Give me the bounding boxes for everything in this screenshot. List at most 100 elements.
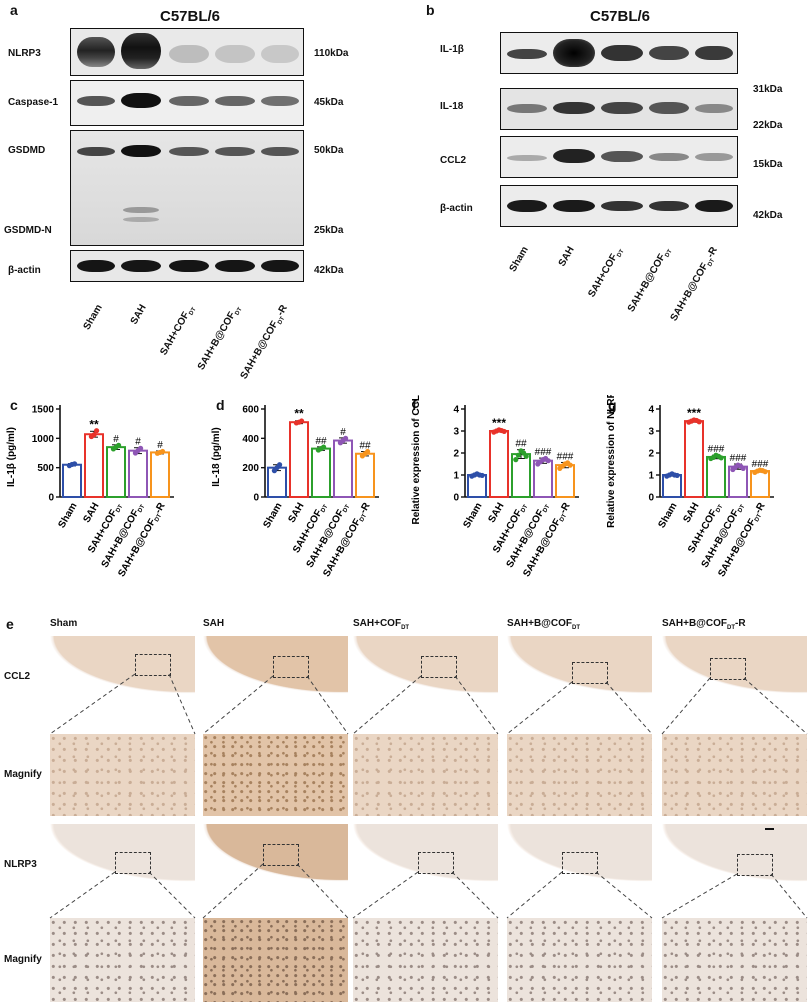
ihc-magnified-image — [50, 918, 195, 1002]
blot-b-group-sah: SAH — [556, 244, 577, 269]
y-tick-label: 0 — [253, 493, 259, 504]
bar — [706, 455, 726, 498]
blot-b-beta-actin — [500, 185, 738, 227]
bar — [62, 463, 82, 498]
data-point — [277, 462, 283, 468]
data-point — [513, 457, 519, 463]
data-point — [299, 418, 305, 424]
data-point — [321, 444, 327, 450]
data-point — [501, 428, 507, 435]
ihc-col-header: SAH+COFDT — [353, 618, 410, 631]
significance-mark: ### — [752, 459, 769, 470]
panel-label-c: c — [10, 397, 18, 413]
data-point — [160, 448, 166, 455]
x-tick-label: SAH — [287, 501, 307, 525]
y-tick-label: 3 — [648, 427, 654, 438]
y-tick-label: 500 — [37, 463, 54, 474]
blot-b-ccl2 — [500, 136, 738, 178]
ihc-magnify-box — [421, 656, 457, 678]
blot-b-il1b — [500, 32, 738, 74]
panel-label-a: a — [10, 2, 18, 18]
ihc-col-header: SAH — [203, 618, 225, 629]
data-point — [567, 462, 573, 468]
y-tick-label: 400 — [242, 434, 259, 445]
bar — [128, 449, 148, 498]
kda-a-50: 50kDa — [314, 145, 344, 156]
data-point — [718, 455, 724, 461]
ihc-magnify-box — [418, 852, 454, 874]
data-point — [762, 469, 768, 475]
panel-label-d: d — [216, 397, 225, 413]
significance-mark: # — [135, 437, 141, 448]
ihc-row-label: Magnify — [4, 954, 42, 965]
ihc-magnified-image — [203, 918, 348, 1002]
blot-a-label-gsdmd-n: GSDMD-N — [4, 225, 52, 236]
kda-a-25: 25kDa — [314, 225, 344, 236]
ihc-magnify-box — [710, 658, 746, 680]
significance-mark: ### — [535, 447, 552, 458]
ihc-overview-image — [662, 636, 807, 718]
bar — [750, 470, 770, 498]
bar — [106, 446, 126, 498]
ihc-magnify-box — [562, 852, 598, 874]
blot-a-label-caspase1: Caspase-1 — [8, 97, 59, 108]
ihc-overview-image — [50, 636, 195, 718]
data-point — [94, 428, 100, 434]
data-point — [523, 453, 529, 459]
data-point — [545, 458, 551, 464]
significance-mark: ## — [515, 439, 527, 450]
ihc-col-header: SAH+B@COFDT-R — [662, 618, 746, 631]
ihc-overview-image — [50, 824, 195, 906]
chart-d: IL-18 (pg/ml)0200400600Sham**SAH##SAH+CO… — [211, 405, 379, 579]
bar — [150, 451, 170, 498]
ihc-magnify-box — [115, 852, 151, 874]
y-tick-label: 0 — [48, 493, 54, 504]
data-point — [72, 461, 78, 467]
kda-b-31: 31kDa — [753, 84, 783, 95]
data-point — [365, 448, 371, 455]
ihc-magnify-box — [737, 854, 773, 876]
y-axis-label: IL-1β (pg/ml) — [6, 427, 17, 487]
blot-b-group-sham: Sham — [507, 244, 531, 274]
data-point — [91, 432, 97, 438]
x-tick-label: Sham — [656, 501, 679, 530]
bar — [333, 439, 353, 498]
ihc-magnified-image — [50, 734, 195, 816]
ihc-magnified-image — [203, 734, 348, 816]
x-tick-label: Sham — [461, 501, 484, 530]
y-tick-label: 0 — [648, 493, 654, 504]
kda-a-45: 45kDa — [314, 97, 344, 108]
y-tick-label: 200 — [242, 463, 259, 474]
ihc-overview-image — [203, 824, 348, 906]
ihc-magnified-image — [507, 734, 652, 816]
y-axis-label: Relative expression of CCL2 — [411, 395, 422, 525]
panel-label-g: g — [608, 397, 617, 413]
data-point — [515, 452, 521, 458]
blot-a-nlrp3 — [70, 28, 304, 76]
significance-mark: ### — [557, 451, 574, 462]
data-point — [696, 419, 702, 425]
y-axis-label: IL-18 (pg/ml) — [211, 427, 222, 486]
ihc-overview-image — [203, 636, 348, 718]
blot-a-label-nlrp3: NLRP3 — [8, 48, 41, 59]
ihc-overview-image — [353, 824, 498, 906]
y-tick-label: 600 — [242, 405, 259, 416]
blot-a-gsdmd — [70, 130, 304, 246]
y-tick-label: 1500 — [32, 405, 55, 416]
y-tick-label: 2 — [453, 449, 459, 460]
y-axis-label: Relative expression of NLRP3 — [606, 395, 617, 528]
significance-mark: ** — [89, 417, 99, 431]
x-tick-label: SAH — [487, 501, 507, 525]
panel-label-b: b — [426, 2, 435, 18]
y-tick-label: 1000 — [32, 434, 55, 445]
bar — [84, 433, 104, 498]
data-point — [674, 472, 680, 479]
blot-a-caspase1 — [70, 80, 304, 126]
ihc-magnified-image — [662, 918, 807, 1002]
bar — [489, 430, 509, 498]
data-point — [343, 435, 349, 441]
ihc-magnified-image — [662, 734, 807, 816]
ihc-col-header: SAH+B@COFDT — [507, 618, 581, 631]
x-tick-label: Sham — [56, 501, 79, 530]
